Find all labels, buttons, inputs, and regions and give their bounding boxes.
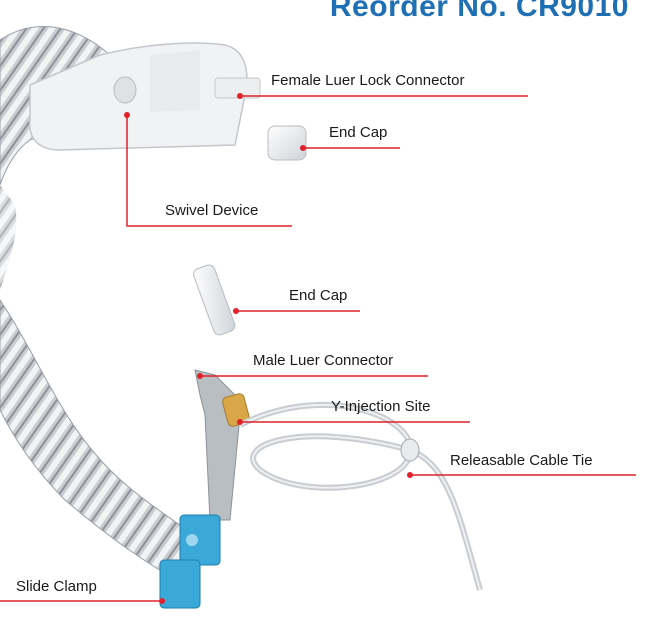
- end-cap-1: [268, 126, 306, 160]
- corrugated-tube-lower: [0, 300, 200, 585]
- label-cable-tie: Releasable Cable Tie: [450, 452, 593, 469]
- tubing-loop: [240, 405, 480, 590]
- label-female-luer: Female Luer Lock Connector: [271, 72, 464, 89]
- end-cap-2: [192, 263, 237, 336]
- label-y-injection: Y-Injection Site: [331, 398, 431, 415]
- label-slide-clamp: Slide Clamp: [16, 578, 97, 595]
- connector-assembly: [195, 370, 251, 520]
- label-swivel: Swivel Device: [165, 202, 258, 219]
- cable-tie-head: [401, 439, 419, 461]
- label-end-cap-1: End Cap: [329, 124, 387, 141]
- reorder-title: Reorder No. CR9010: [330, 0, 629, 24]
- label-end-cap-2: End Cap: [289, 287, 347, 304]
- corrugated-tube-left: [0, 185, 16, 290]
- label-male-luer: Male Luer Connector: [253, 352, 393, 369]
